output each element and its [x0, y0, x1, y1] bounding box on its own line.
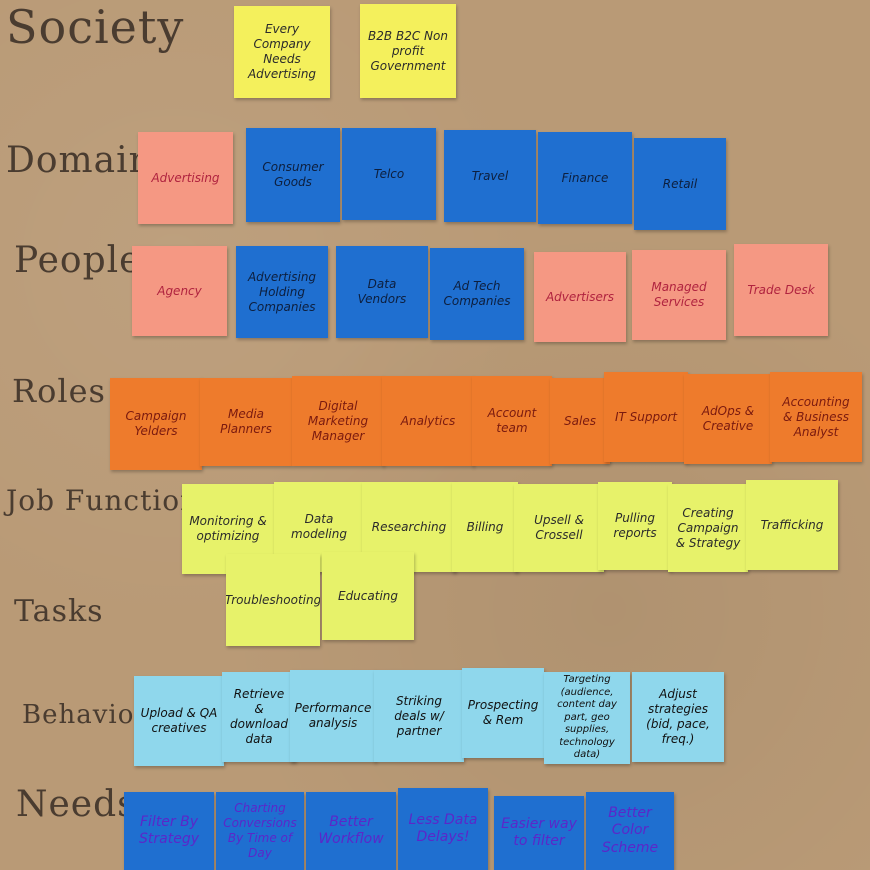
sticky-note: Advertisers [534, 252, 626, 342]
sticky-note: Media Planners [200, 378, 292, 466]
row-label-job-functions: Job Functions [6, 484, 215, 517]
sticky-note: Adjust strategies (bid, pace, freq.) [632, 672, 724, 762]
sticky-note: Performance analysis [290, 670, 376, 762]
sticky-note: Striking deals w/ partner [374, 670, 464, 762]
sticky-note: Digital Marketing Manager [292, 376, 384, 466]
sticky-note: Billing [452, 482, 518, 572]
sticky-note: Telco [342, 128, 436, 220]
sticky-note: Trafficking [746, 480, 838, 570]
sticky-note: Sales [550, 378, 610, 464]
sticky-note: Filter By Strategy [124, 792, 214, 870]
sticky-note: Ad Tech Companies [430, 248, 524, 340]
sticky-note: Better Workflow [306, 792, 396, 870]
row-label-tasks: Tasks [14, 594, 104, 629]
sticky-note: Travel [444, 130, 536, 222]
sticky-note: Easier way to filter [494, 796, 584, 870]
sticky-note: Advertising Holding Companies [236, 246, 328, 338]
sticky-note: Troubleshooting [226, 554, 320, 646]
sticky-note: Less Data Delays! [398, 788, 488, 870]
sticky-note: Educating [322, 552, 414, 640]
sticky-note: Retrieve & download data [222, 672, 296, 762]
row-label-needs: Needs [16, 784, 137, 825]
sticky-note: Advertising [138, 132, 233, 224]
row-label-domain: Domain [6, 140, 153, 181]
sticky-note: Creating Campaign & Strategy [668, 484, 748, 572]
sticky-note: Consumer Goods [246, 128, 340, 222]
sticky-note: Campaign Yelders [110, 378, 202, 470]
sticky-note: IT Support [604, 372, 688, 462]
sticky-note: Trade Desk [734, 244, 828, 336]
sticky-note: B2B B2C Non profit Government [360, 4, 456, 98]
sticky-note: Accounting & Business Analyst [770, 372, 862, 462]
row-label-society: Society [6, 0, 185, 54]
sticky-note: Better Color Scheme [586, 792, 674, 870]
sticky-note: Analytics [382, 376, 474, 466]
sticky-note: Agency [132, 246, 227, 336]
sticky-note: Upsell & Crossell [514, 484, 604, 572]
sticky-note: Targeting (audience, content day part, g… [544, 672, 630, 764]
sticky-note: AdOps & Creative [684, 374, 772, 464]
sticky-note: Upload & QA creatives [134, 676, 224, 766]
sticky-note: Charting Conversions By Time of Day [216, 792, 304, 870]
sticky-note: Prospecting & Rem [462, 668, 544, 758]
sticky-note: Data Vendors [336, 246, 428, 338]
row-label-people: People [14, 240, 142, 281]
sticky-note: Pulling reports [598, 482, 672, 570]
sticky-note: Every Company Needs Advertising [234, 6, 330, 98]
sticky-note: Finance [538, 132, 632, 224]
sticky-note: Account team [472, 376, 552, 466]
sticky-note: Retail [634, 138, 726, 230]
sticky-note: Managed Services [632, 250, 726, 340]
row-label-roles: Roles [12, 372, 106, 410]
